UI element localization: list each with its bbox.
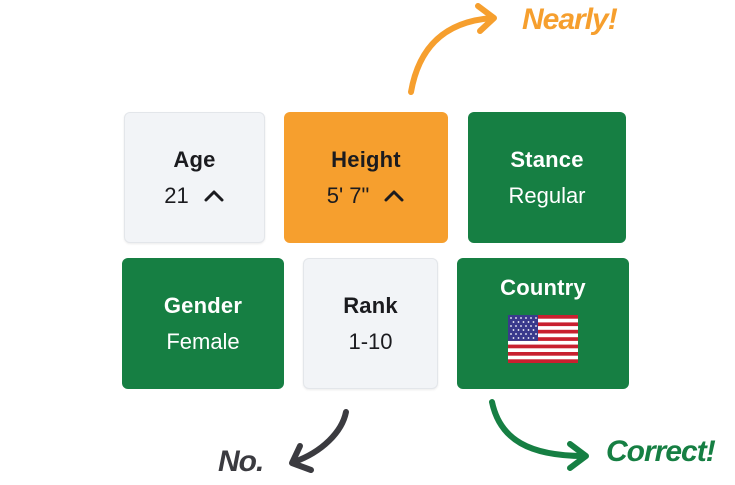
height-value: 5' 7" [326,182,370,208]
gender-tile: Gender Female [122,258,284,389]
stance-value: Regular [508,182,586,208]
nearly-callout: Nearly! [522,3,618,36]
age-label: Age [173,146,216,172]
nearly-arrow [408,3,497,95]
age-value-row: 21 [164,183,224,209]
rank-tile: Rank 1-10 [303,258,438,389]
height-tile: Height 5' 7" [284,112,448,243]
stance-label: Stance [510,146,584,172]
gender-value: Female [166,328,240,354]
height-value-row: 5' 7" [327,183,406,209]
chevron-up-icon [204,190,224,201]
height-label: Height [331,146,401,172]
rank-value: 1-10 [348,328,393,354]
correct-arrow [489,399,589,471]
correct-callout: Correct! [606,435,716,468]
country-label: Country [500,274,586,300]
age-tile: Age 21 [124,112,265,243]
age-value: 21 [164,182,189,208]
no-callout: No. [218,445,264,478]
us-flag-icon [508,314,578,363]
country-tile: Country [457,258,629,389]
stance-tile: Stance Regular [468,112,626,243]
no-arrow [289,409,349,473]
gender-label: Gender [163,292,243,318]
rank-label: Rank [343,292,398,318]
chevron-up-icon [384,190,404,201]
